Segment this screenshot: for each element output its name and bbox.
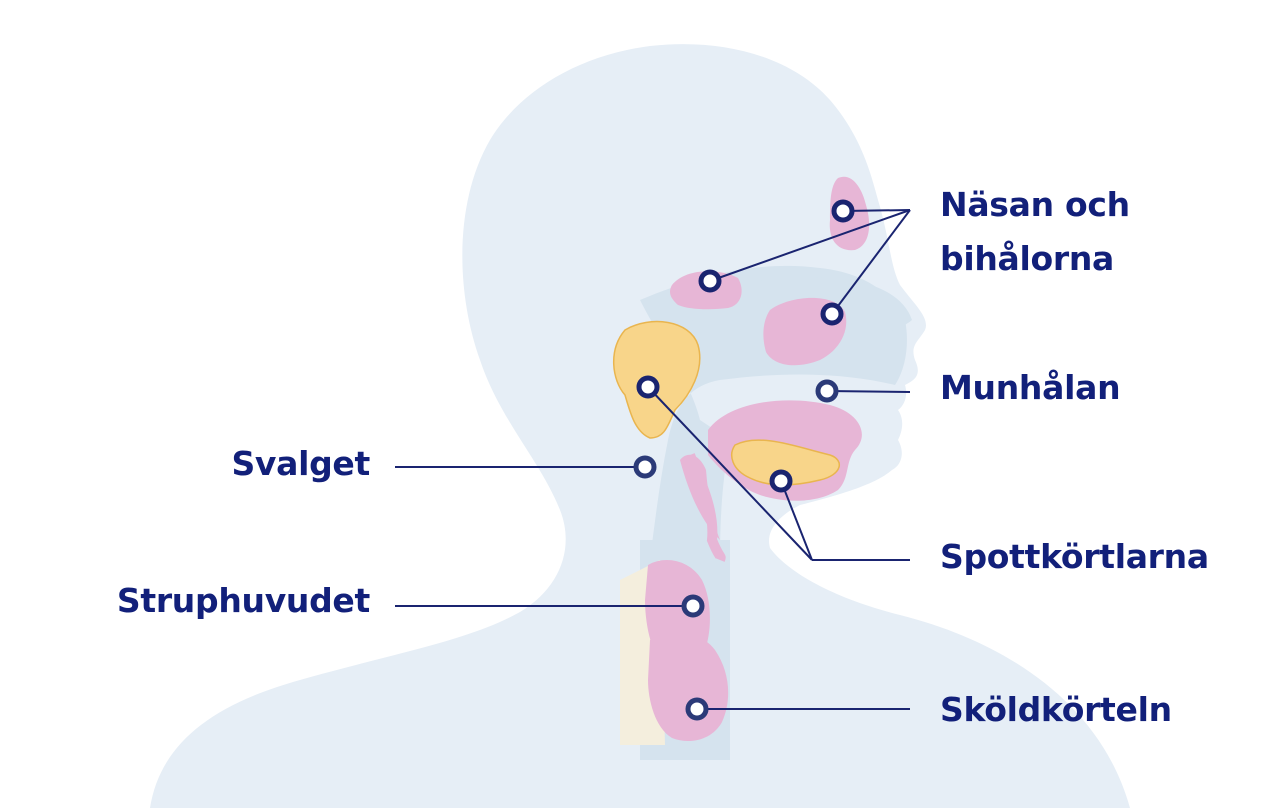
- markers: [633, 199, 855, 721]
- label-nose-sinuses-line2: bihålorna: [940, 239, 1115, 278]
- marker-mouth[interactable]: [815, 379, 839, 403]
- marker-thyroid[interactable]: [685, 697, 709, 721]
- marker-parotid[interactable]: [636, 375, 660, 399]
- label-salivary: Spottkörtlarna: [940, 537, 1209, 576]
- label-larynx: Struphuvudet: [116, 581, 370, 620]
- marker-nose-upper[interactable]: [831, 199, 855, 223]
- submandibular-gland: [731, 439, 840, 486]
- leader-lines: [395, 209, 911, 710]
- label-nose-sinuses-line1: Näsan och: [940, 185, 1130, 224]
- marker-larynx[interactable]: [681, 594, 705, 618]
- marker-sinus-left[interactable]: [698, 269, 722, 293]
- marker-sinus-lower[interactable]: [820, 302, 844, 326]
- label-pharynx: Svalget: [231, 444, 370, 483]
- soft-palate: [680, 454, 720, 540]
- marker-pharynx[interactable]: [633, 455, 657, 479]
- label-mouth: Munhålan: [940, 368, 1121, 407]
- marker-sublingual[interactable]: [769, 469, 793, 493]
- label-nose-sinuses: Näsan och bihålorna: [940, 178, 1130, 286]
- thyroid-gland: [648, 632, 729, 742]
- label-thyroid: Sköldkörteln: [940, 690, 1172, 729]
